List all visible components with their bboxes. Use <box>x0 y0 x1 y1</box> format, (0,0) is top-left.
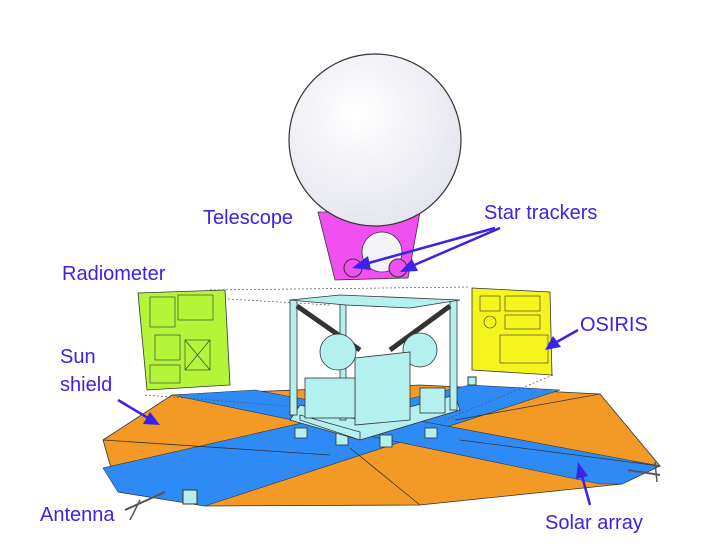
label-telescope: Telescope <box>203 207 293 229</box>
telescope-mirror <box>288 53 462 227</box>
label-antenna: Antenna <box>40 504 115 526</box>
spacecraft-bus <box>289 294 461 448</box>
radiometer-module <box>137 289 231 391</box>
antenna <box>124 376 661 521</box>
label-radiometer: Radiometer <box>62 263 166 285</box>
solar-array-arrow <box>576 462 592 506</box>
label-osiris: OSIRIS <box>580 314 648 336</box>
label-sun-shield-line2: shield <box>60 374 112 396</box>
osiris-arrow <box>545 328 579 350</box>
label-sun-shield-line1: Sun <box>60 346 96 368</box>
label-star-trackers: Star trackers <box>484 202 597 224</box>
star-trackers-arrows <box>352 226 501 272</box>
osiris-module <box>471 287 553 376</box>
sun-shield-arrow <box>117 398 160 425</box>
label-solar-array: Solar array <box>545 512 643 534</box>
telescope <box>288 53 462 281</box>
